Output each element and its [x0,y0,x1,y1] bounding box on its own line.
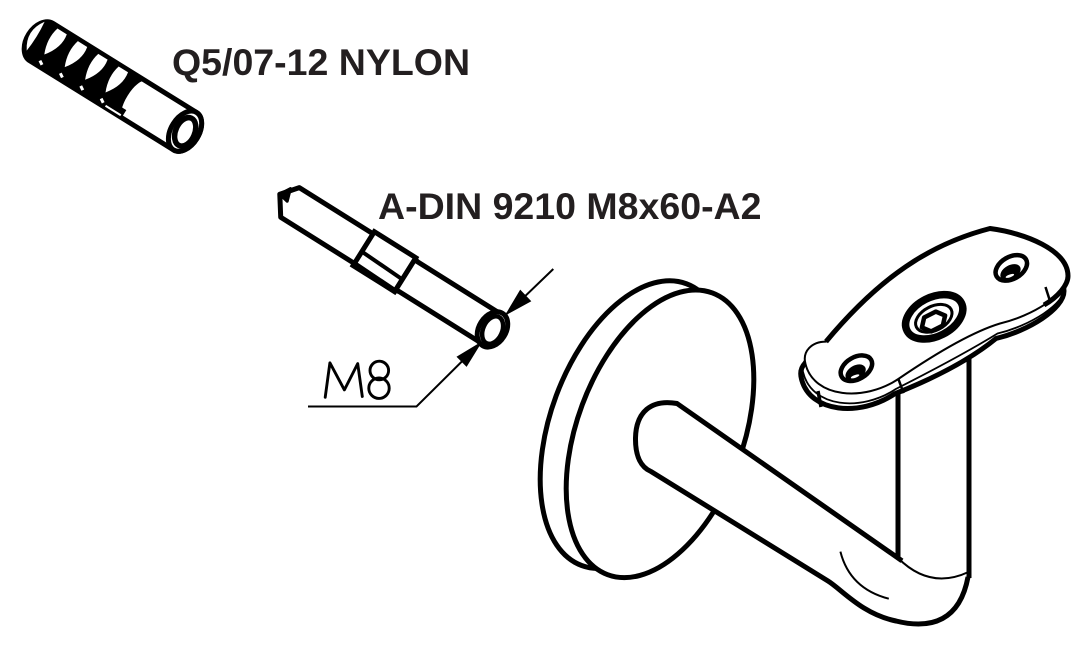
svg-text:A-DIN 9210 M8x60-A2: A-DIN 9210 M8x60-A2 [378,185,762,227]
svg-text:Q5/07-12 NYLON: Q5/07-12 NYLON [172,41,470,83]
